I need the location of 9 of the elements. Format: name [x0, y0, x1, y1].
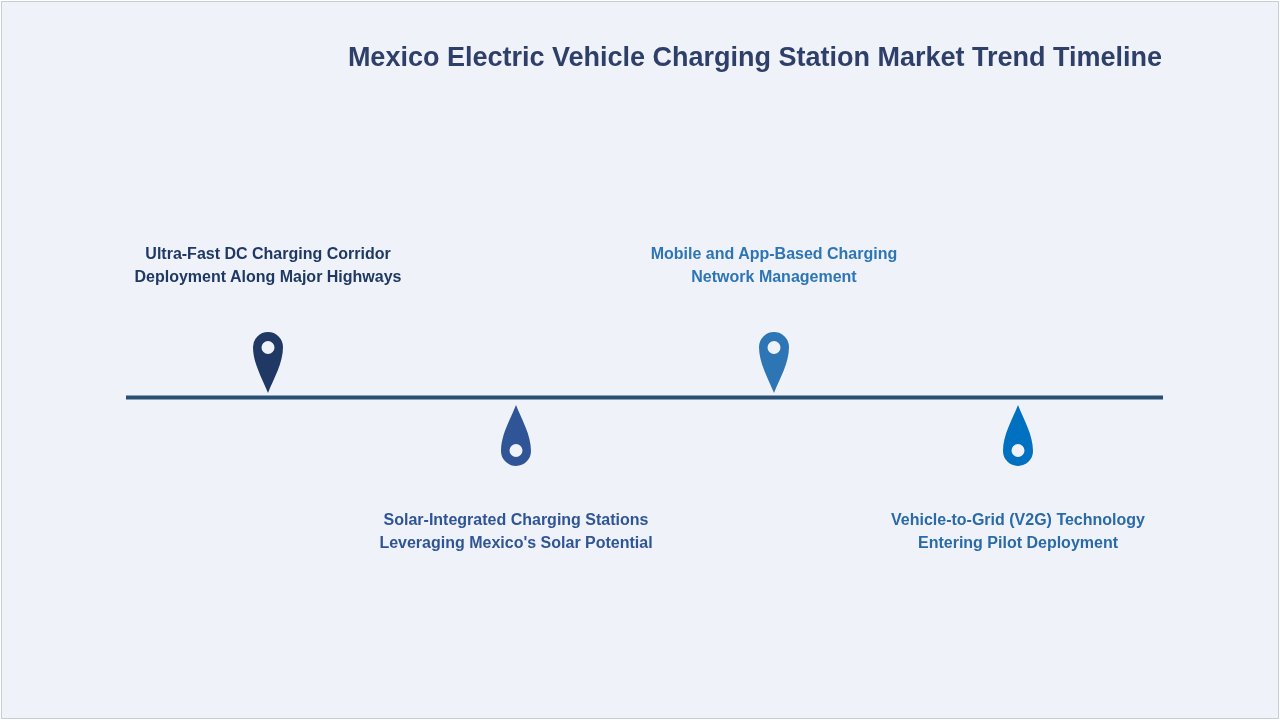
page-title: Mexico Electric Vehicle Charging Station Market Trend Timeline	[346, 41, 1164, 74]
map-pin-icon	[758, 330, 790, 394]
milestone-label: Solar-Integrated Charging Stations Leveraging Mexico's Solar Potential	[378, 510, 654, 553]
map-pin-icon	[252, 330, 284, 394]
milestone-label: Ultra-Fast DC Charging Corridor Deployment Along Major Highways	[133, 244, 403, 287]
map-pin-icon	[1002, 404, 1034, 468]
milestone-label: Vehicle-to-Grid (V2G) Technology Entering Pilot Deployment	[890, 510, 1146, 553]
map-pin-icon	[500, 404, 532, 468]
milestone-label: Mobile and App-Based Charging Network Management	[649, 244, 899, 287]
